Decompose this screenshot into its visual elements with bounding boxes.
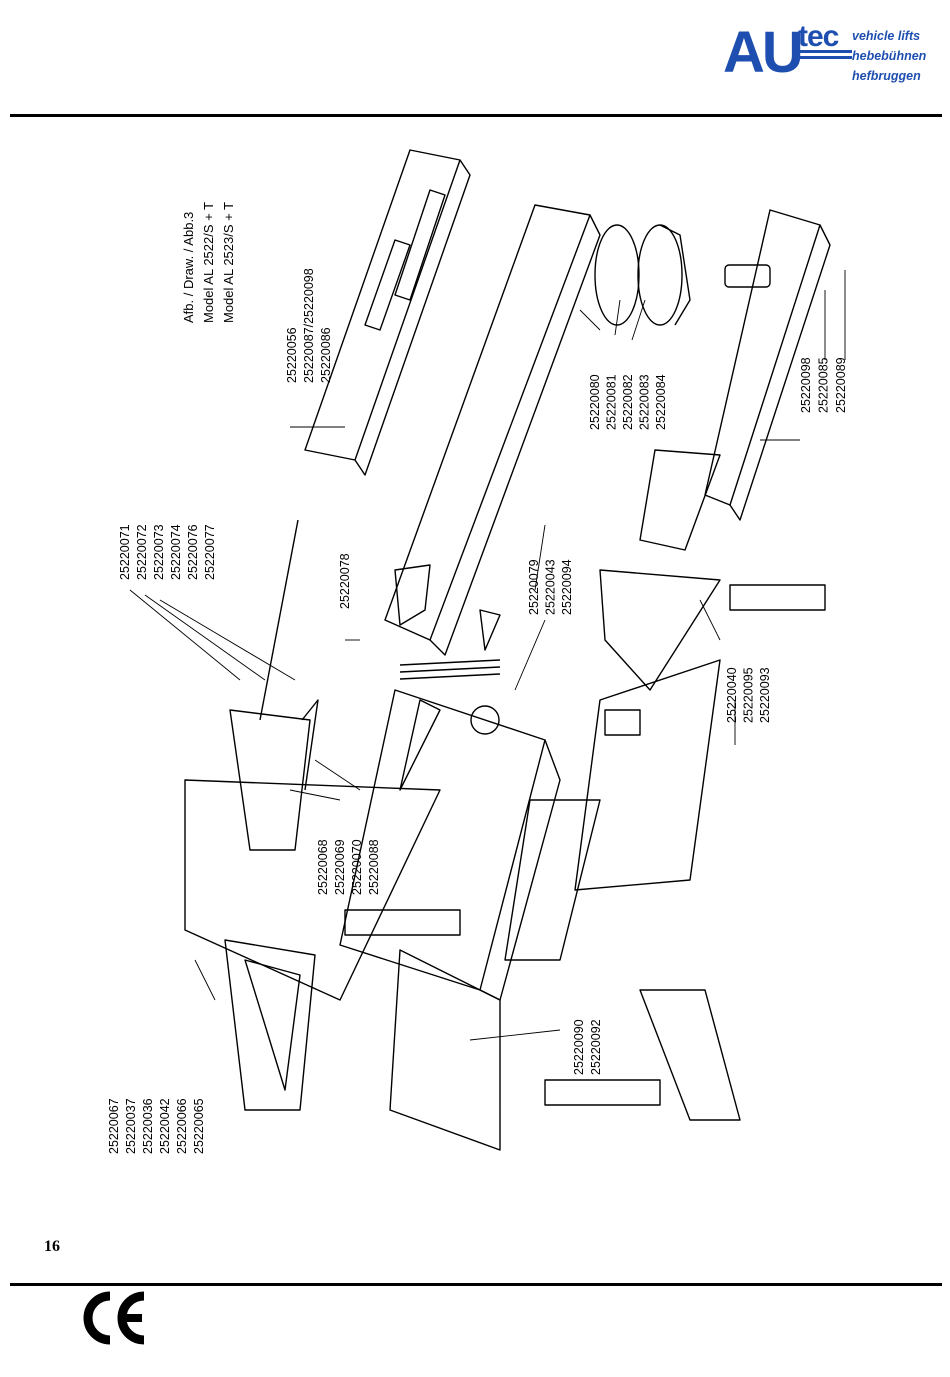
logo-au: AU [723, 20, 804, 85]
header-rule [10, 114, 942, 117]
autec-logo: AU tec vehicle lifts hebebühnen hefbrugg… [720, 20, 945, 90]
part-number-label: 25220090 [572, 1019, 586, 1075]
part-number-label: 25220040 [725, 667, 739, 723]
part-number-label: 25220067 [107, 1098, 121, 1154]
diagram-title-line-2: Model AL 2522/S + T [201, 202, 216, 323]
part-number-label: 25220042 [158, 1098, 172, 1154]
part-number-label: 25220070 [350, 839, 364, 895]
logo-underline [800, 50, 852, 53]
part-number-label: 25220065 [192, 1098, 206, 1154]
diagram-title-line-3: Model AL 2523/S + T [221, 202, 236, 323]
logo-tagline-2: hebebühnen [852, 49, 927, 63]
part-number-label: 25220082 [621, 374, 635, 430]
footer-rule [10, 1283, 942, 1286]
part-number-label: 25220066 [175, 1098, 189, 1154]
part-number-label: 25220073 [152, 524, 166, 580]
part-number-label: 25220071 [118, 524, 132, 580]
part-number-label: 25220068 [316, 839, 330, 895]
part-number-label: 25220081 [605, 374, 619, 430]
part-number-label: 25220084 [654, 374, 668, 430]
part-number-label: 25220087/25220098 [302, 268, 316, 383]
part-number-label: 25220074 [169, 524, 183, 580]
part-number-label: 25220037 [124, 1098, 138, 1154]
drawing-lines [184, 149, 831, 1151]
part-number-label: 25220056 [285, 327, 299, 383]
part-number-label: 25220085 [817, 357, 831, 413]
part-number-label: 25220095 [742, 667, 756, 723]
part-number-label: 25220089 [834, 357, 848, 413]
part-number-label: 25220043 [544, 559, 558, 615]
part-number-label: 25220092 [589, 1019, 603, 1075]
part-number-label: 25220080 [588, 374, 602, 430]
part-number-label: 25220098 [799, 357, 813, 413]
part-number-label: 25220076 [186, 524, 200, 580]
leader-lines [129, 270, 846, 1041]
part-number-label: 25220093 [758, 667, 772, 723]
logo-tagline-1: vehicle lifts [852, 29, 921, 43]
part-number-label: 25220078 [338, 553, 352, 609]
page-number: 16 [44, 1238, 60, 1255]
ce-mark [83, 1291, 145, 1345]
part-number-label: 25220088 [367, 839, 381, 895]
part-number-label: 25220072 [135, 524, 149, 580]
part-number-label: 25220069 [333, 839, 347, 895]
part-number-label: 25220094 [560, 559, 574, 615]
logo-underline [800, 56, 852, 59]
part-number-label: 25220086 [319, 327, 333, 383]
logo-tagline-3: hefbruggen [852, 69, 921, 83]
part-number-label: 25220079 [527, 559, 541, 615]
part-number-label: 25220077 [203, 524, 217, 580]
exploded-parts-diagram: Afb. / Draw. / Abb.3 Model AL 2522/S + T… [107, 149, 848, 1154]
diagram-title-line-1: Afb. / Draw. / Abb.3 [181, 212, 196, 323]
logo-tec: tec [798, 20, 839, 53]
part-number-label: 25220083 [638, 374, 652, 430]
part-number-label: 25220036 [141, 1098, 155, 1154]
